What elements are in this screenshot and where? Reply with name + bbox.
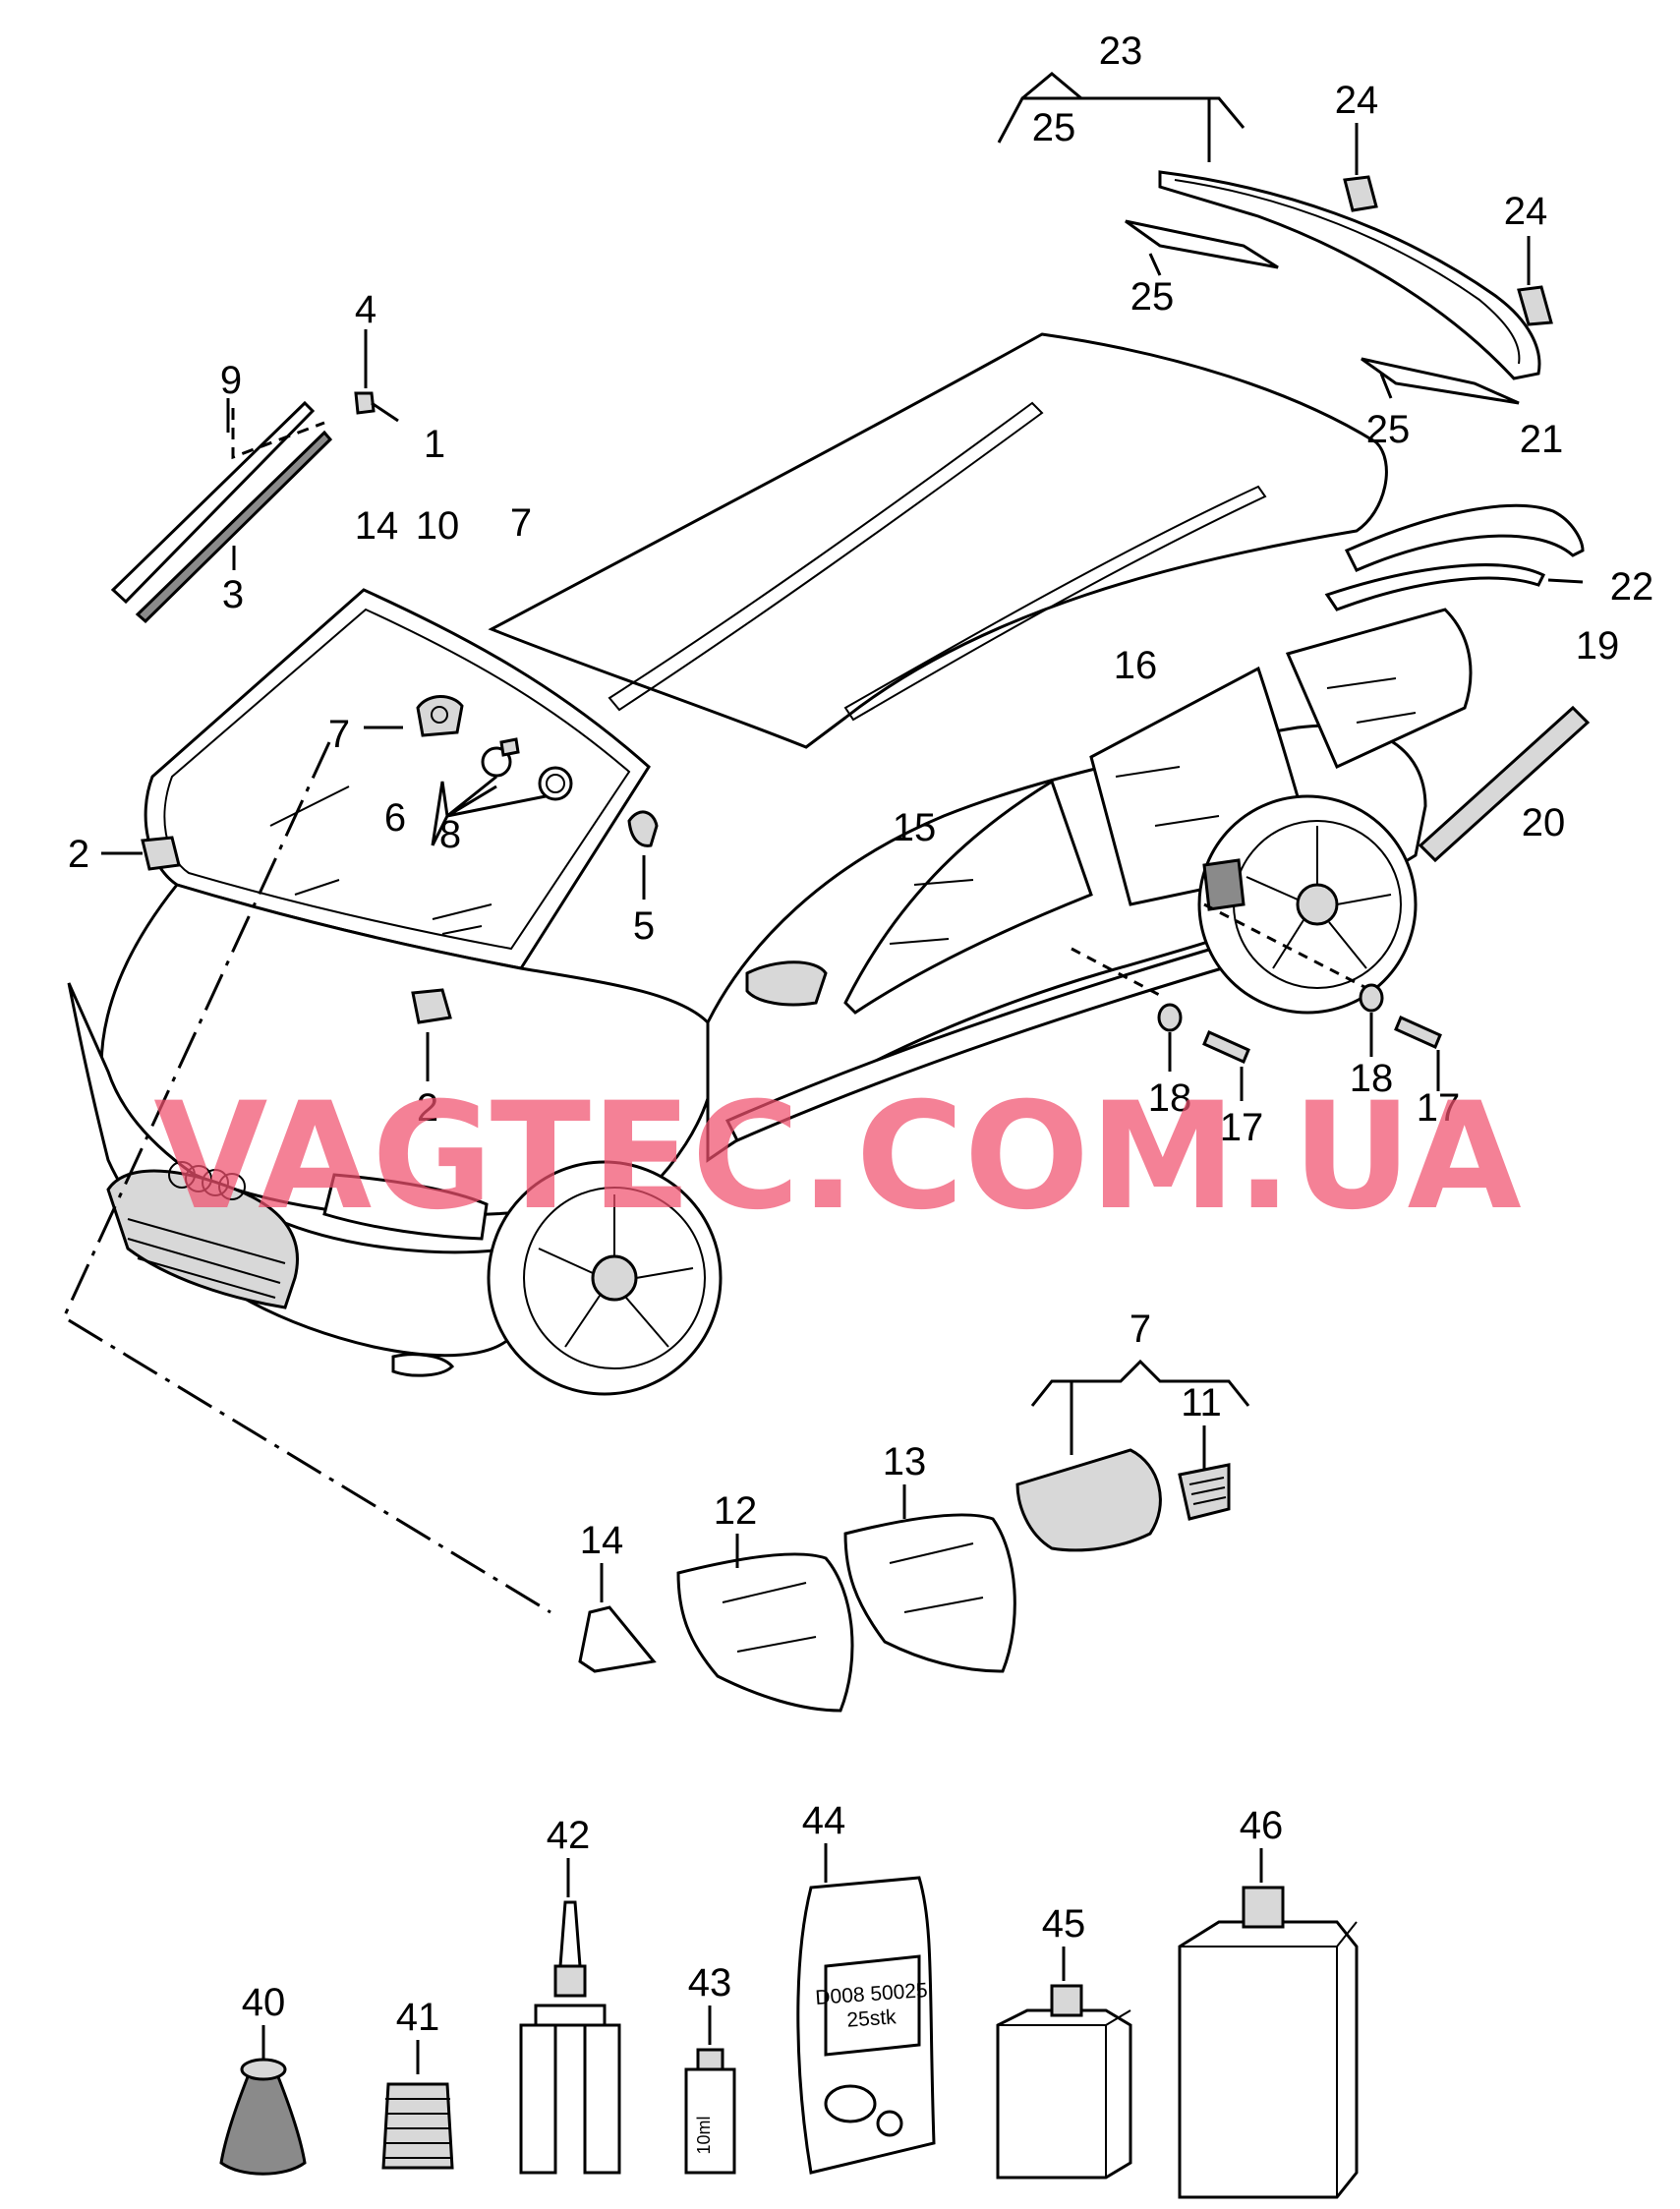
molding-group	[110, 329, 399, 624]
pin-4	[354, 391, 376, 415]
callout-22: 22	[1610, 565, 1654, 609]
callout-9: 9	[220, 359, 242, 402]
molding-9	[110, 400, 316, 605]
callout-14: 14	[580, 1519, 624, 1562]
callout-6: 6	[384, 796, 406, 840]
callout-7: 7	[1130, 1308, 1151, 1351]
fasteners	[1071, 902, 1442, 1101]
vial-43	[684, 2006, 736, 2175]
covers-group	[578, 1359, 1250, 1713]
callout-17: 17	[1220, 1106, 1264, 1149]
callout-23: 23	[1099, 29, 1143, 73]
container-46	[1178, 1848, 1359, 2199]
callout-20: 20	[1522, 801, 1566, 844]
bag-qty-label: 25stk	[846, 2006, 898, 2031]
callout-24: 24	[1504, 190, 1548, 233]
callout-12: 12	[714, 1489, 758, 1533]
rear-window-group	[997, 72, 1553, 405]
rear-wheel	[1197, 794, 1418, 1015]
rear-trim-20	[1418, 705, 1591, 863]
bolt-17b	[1394, 1015, 1442, 1050]
reference-line	[62, 741, 551, 1614]
ring-8	[538, 766, 573, 801]
watermark: VAGTEC.COM.UA	[153, 1072, 1521, 1243]
mirror-mount-7	[416, 695, 464, 737]
bag-44	[796, 1843, 936, 2175]
callout-13: 13	[883, 1440, 927, 1483]
headlight-right	[322, 1173, 489, 1241]
callout-7: 7	[328, 713, 350, 756]
callout-10: 10	[416, 504, 460, 548]
seal-14	[578, 1605, 657, 1673]
spool-40	[219, 2067, 307, 2176]
callout-11: 11	[1181, 1381, 1222, 1424]
side-mirror	[745, 960, 828, 1007]
cap-2b	[411, 988, 452, 1024]
hinge-bracket	[1202, 858, 1246, 911]
bottle-45	[996, 1947, 1132, 2180]
callout-41: 41	[396, 1996, 440, 2039]
callout-25: 25	[1032, 106, 1076, 149]
strip-25b	[1361, 357, 1520, 405]
callout-17: 17	[1417, 1086, 1461, 1130]
car-roof	[488, 332, 1388, 749]
clip-5	[627, 810, 659, 847]
roof-rail-left	[608, 401, 1044, 712]
rear-molding-21	[1344, 503, 1585, 572]
vial-volume-label: 10ml	[694, 2116, 714, 2154]
spacer-24a	[1343, 175, 1378, 212]
strip-25a	[1125, 219, 1279, 269]
callout-18: 18	[1350, 1057, 1394, 1100]
bracket-23	[997, 72, 1246, 144]
callout-19: 19	[1576, 624, 1620, 668]
callout-43: 43	[688, 1961, 732, 2005]
molding-3	[135, 430, 333, 624]
coil-41	[381, 2082, 454, 2170]
callout-44: 44	[802, 1799, 846, 1842]
bolt-17a	[1202, 1029, 1250, 1065]
callout-18: 18	[1148, 1076, 1192, 1120]
callout-25: 25	[1366, 408, 1411, 451]
cover-13	[843, 1513, 1016, 1673]
callout-7: 7	[510, 501, 532, 545]
callout-46: 46	[1240, 1804, 1284, 1847]
callout-42: 42	[547, 1814, 591, 1857]
spacer-24b	[1517, 285, 1553, 326]
front-wheel	[487, 1160, 723, 1396]
callout-45: 45	[1042, 1902, 1086, 1946]
fog-light	[391, 1353, 455, 1377]
windscreen-accessories	[101, 695, 659, 1081]
callout-15: 15	[893, 806, 937, 849]
callout-4: 4	[355, 288, 377, 331]
callout-21: 21	[1520, 418, 1564, 461]
washer-18a	[1157, 1003, 1183, 1032]
quarter-window	[1285, 608, 1473, 770]
callout-3: 3	[222, 573, 244, 616]
washer-18b	[1359, 983, 1384, 1013]
callout-2: 2	[417, 1086, 438, 1130]
rear-molding-22	[1324, 563, 1546, 611]
callout-40: 40	[242, 1981, 286, 2024]
callout-8: 8	[439, 813, 461, 856]
car-illustration	[67, 332, 1591, 1396]
bracket-7	[1030, 1359, 1250, 1407]
cover-12	[676, 1552, 854, 1713]
callout-25: 25	[1130, 275, 1175, 319]
roof-rail-right	[843, 485, 1267, 722]
callout-16: 16	[1114, 644, 1158, 687]
audi-rings	[168, 1161, 246, 1200]
rear-window	[1158, 170, 1541, 380]
cartridge-42	[519, 1858, 621, 2175]
callout-2: 2	[68, 833, 89, 876]
consumables	[219, 1843, 1359, 2199]
cap-2a	[141, 836, 181, 871]
callout-14: 14	[355, 504, 399, 548]
front-door-window	[843, 779, 1093, 1015]
callout-24: 24	[1335, 79, 1379, 122]
cover-7	[1015, 1448, 1162, 1552]
callout-numbers: 23 25 24 24 25 25 4 9 1 14 10 7 3 21 22 …	[68, 29, 1653, 2039]
callout-5: 5	[633, 904, 655, 948]
callout-1: 1	[424, 423, 445, 466]
